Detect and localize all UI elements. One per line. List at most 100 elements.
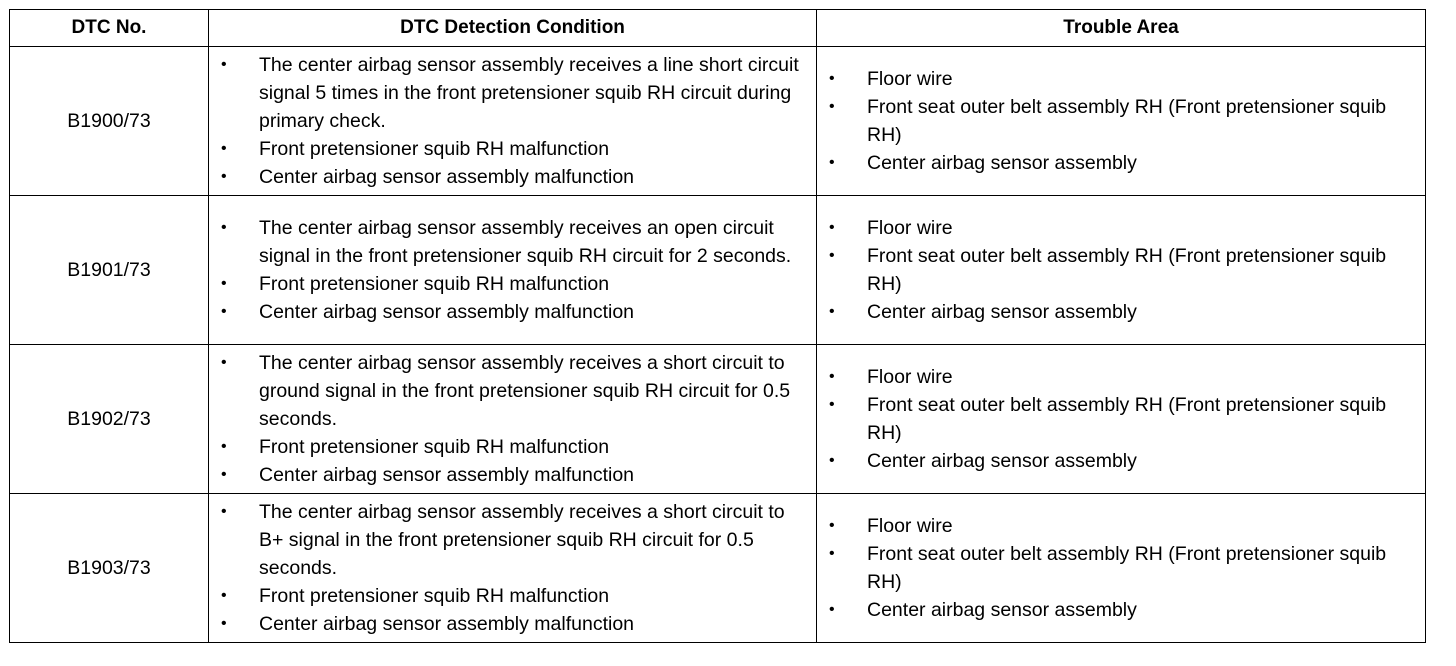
bullet-icon: • xyxy=(221,466,227,483)
dtc-code: B1900/73 xyxy=(9,46,209,196)
trouble-area-list: • Floor wire • Front seat outer belt assemb… xyxy=(817,65,1425,177)
table-row: B1900/73 • The center airbag sensor assemb… xyxy=(9,46,1426,196)
trouble-area-cell: • Floor wire • Front seat outer belt assemb… xyxy=(816,195,1426,345)
bullet-icon: • xyxy=(221,56,227,73)
table-row: B1902/73 • The center airbag sensor assemb… xyxy=(9,344,1426,494)
detection-condition-text: Front pretensioner squib RH malfunction xyxy=(259,273,610,295)
trouble-area-item: • Front seat outer belt assembly RH (Fron… xyxy=(817,93,1413,149)
trouble-area-text: Floor wire xyxy=(867,217,953,239)
detection-condition-text: Front pretensioner squib RH malfunction xyxy=(259,585,610,607)
bullet-icon: • xyxy=(221,438,227,455)
trouble-area-item: • Center airbag sensor assembly xyxy=(817,596,1413,624)
bullet-icon: • xyxy=(221,219,227,236)
trouble-area-text: Floor wire xyxy=(867,366,953,388)
dtc-code: B1901/73 xyxy=(9,195,209,345)
detection-condition-text: Center airbag sensor assembly malfunctio… xyxy=(259,166,635,188)
detection-condition-text: The center airbag sensor assembly receiv… xyxy=(259,54,799,132)
trouble-area-item: • Floor wire xyxy=(817,65,1413,93)
detection-condition-item: • Center airbag sensor assembly malfuncti… xyxy=(209,163,804,191)
detection-condition-item: • Center airbag sensor assembly malfuncti… xyxy=(209,610,804,638)
trouble-area-list: • Floor wire • Front seat outer belt assemb… xyxy=(817,363,1425,475)
table-header: DTC No. DTC Detection Condition Trouble … xyxy=(9,9,1426,47)
table-body: B1900/73 • The center airbag sensor assemb… xyxy=(9,46,1426,643)
bullet-icon: • xyxy=(829,545,835,562)
bullet-icon: • xyxy=(829,368,835,385)
trouble-area-item: • Front seat outer belt assembly RH (Fron… xyxy=(817,242,1413,298)
bullet-icon: • xyxy=(221,354,227,371)
trouble-area-cell: •Floor wire•Front seat outer belt assemb… xyxy=(816,493,1426,643)
trouble-area-text: Center airbag sensor assembly xyxy=(867,301,1137,323)
bullet-icon: • xyxy=(221,140,227,157)
trouble-area-item: • Center airbag sensor assembly xyxy=(817,149,1413,177)
detection-condition-item: • Center airbag sensor assembly malfuncti… xyxy=(209,461,804,489)
detection-condition-item: • Front pretensioner squib RH malfunction xyxy=(209,135,804,163)
trouble-area-cell: • Floor wire • Front seat outer belt assemb… xyxy=(816,344,1426,494)
detection-condition-cell: • The center airbag sensor assembly recei… xyxy=(208,344,817,494)
detection-condition-text: The center airbag sensor assembly receiv… xyxy=(259,217,792,267)
trouble-area-item: •Floor wire xyxy=(817,512,1413,540)
trouble-area-item: • Front seat outer belt assembly RH (Fron… xyxy=(817,540,1413,596)
bullet-icon: • xyxy=(221,168,227,185)
dtc-code: B1902/73 xyxy=(9,344,209,494)
dtc-code: B1903/73 xyxy=(9,493,209,643)
header-dtc-no: DTC No. xyxy=(9,9,209,47)
trouble-area-text: Floor wire xyxy=(867,68,953,90)
bullet-icon: • xyxy=(829,70,835,87)
detection-condition-cell: • The center airbag sensor assembly recei… xyxy=(208,493,817,643)
detection-condition-list: • The center airbag sensor assembly recei… xyxy=(209,51,816,191)
bullet-icon: • xyxy=(829,601,835,618)
trouble-area-text: Center airbag sensor assembly xyxy=(867,450,1137,472)
bullet-icon: • xyxy=(829,247,835,264)
table-row: B1901/73 • The center airbag sensor assemb… xyxy=(9,195,1426,345)
detection-condition-text: Center airbag sensor assembly malfunctio… xyxy=(259,613,635,635)
bullet-icon: • xyxy=(829,98,835,115)
detection-condition-item: • Front pretensioner squib RH malfunction xyxy=(209,433,804,461)
detection-condition-item: • Front pretensioner squib RH malfunction xyxy=(209,582,804,610)
detection-condition-text: Front pretensioner squib RH malfunction xyxy=(259,436,610,458)
header-trouble-area: Trouble Area xyxy=(816,9,1426,47)
detection-condition-text: The center airbag sensor assembly receiv… xyxy=(259,501,785,579)
bullet-icon: • xyxy=(829,154,835,171)
trouble-area-text: Front seat outer belt assembly RH (Front… xyxy=(867,543,1387,593)
trouble-area-item: • Center airbag sensor assembly xyxy=(817,447,1413,475)
trouble-area-text: Front seat outer belt assembly RH (Front… xyxy=(867,394,1387,444)
dtc-table: DTC No. DTC Detection Condition Trouble … xyxy=(9,9,1426,643)
trouble-area-item: • Center airbag sensor assembly xyxy=(817,298,1413,326)
detection-condition-item: • The center airbag sensor assembly recei… xyxy=(209,214,804,270)
detection-condition-list: • The center airbag sensor assembly recei… xyxy=(209,498,816,638)
detection-condition-list: • The center airbag sensor assembly recei… xyxy=(209,349,816,489)
detection-condition-item: • The center airbag sensor assembly recei… xyxy=(209,51,804,135)
trouble-area-item: • Front seat outer belt assembly RH (Fron… xyxy=(817,391,1413,447)
bullet-icon: • xyxy=(829,396,835,413)
trouble-area-item: • Floor wire xyxy=(817,214,1413,242)
detection-condition-item: • The center airbag sensor assembly recei… xyxy=(209,498,804,582)
detection-condition-list: • The center airbag sensor assembly recei… xyxy=(209,214,816,326)
trouble-area-text: Center airbag sensor assembly xyxy=(867,599,1137,621)
header-detection-condition: DTC Detection Condition xyxy=(208,9,817,47)
bullet-icon: • xyxy=(221,503,227,520)
bullet-icon: • xyxy=(829,219,835,236)
trouble-area-list: •Floor wire•Front seat outer belt assemb… xyxy=(817,512,1425,624)
detection-condition-text: Center airbag sensor assembly malfunctio… xyxy=(259,464,635,486)
detection-condition-text: Front pretensioner squib RH malfunction xyxy=(259,138,610,160)
bullet-icon: • xyxy=(221,615,227,632)
bullet-icon: • xyxy=(829,517,835,534)
trouble-area-item: • Floor wire xyxy=(817,363,1413,391)
bullet-icon: • xyxy=(829,303,835,320)
table-row: B1903/73 • The center airbag sensor assemb… xyxy=(9,493,1426,643)
header-row: DTC No. DTC Detection Condition Trouble … xyxy=(9,9,1426,47)
detection-condition-cell: • The center airbag sensor assembly recei… xyxy=(208,195,817,345)
bullet-icon: • xyxy=(221,303,227,320)
detection-condition-text: The center airbag sensor assembly receiv… xyxy=(259,352,791,430)
trouble-area-text: Front seat outer belt assembly RH (Front… xyxy=(867,245,1387,295)
trouble-area-text: Center airbag sensor assembly xyxy=(867,152,1137,174)
trouble-area-cell: • Floor wire • Front seat outer belt assemb… xyxy=(816,46,1426,196)
bullet-icon: • xyxy=(221,275,227,292)
detection-condition-item: • The center airbag sensor assembly recei… xyxy=(209,349,804,433)
detection-condition-cell: • The center airbag sensor assembly recei… xyxy=(208,46,817,196)
trouble-area-list: • Floor wire • Front seat outer belt assemb… xyxy=(817,214,1425,326)
detection-condition-item: • Front pretensioner squib RH malfunction xyxy=(209,270,804,298)
bullet-icon: • xyxy=(221,587,227,604)
bullet-icon: • xyxy=(829,452,835,469)
trouble-area-text: Front seat outer belt assembly RH (Front… xyxy=(867,96,1387,146)
